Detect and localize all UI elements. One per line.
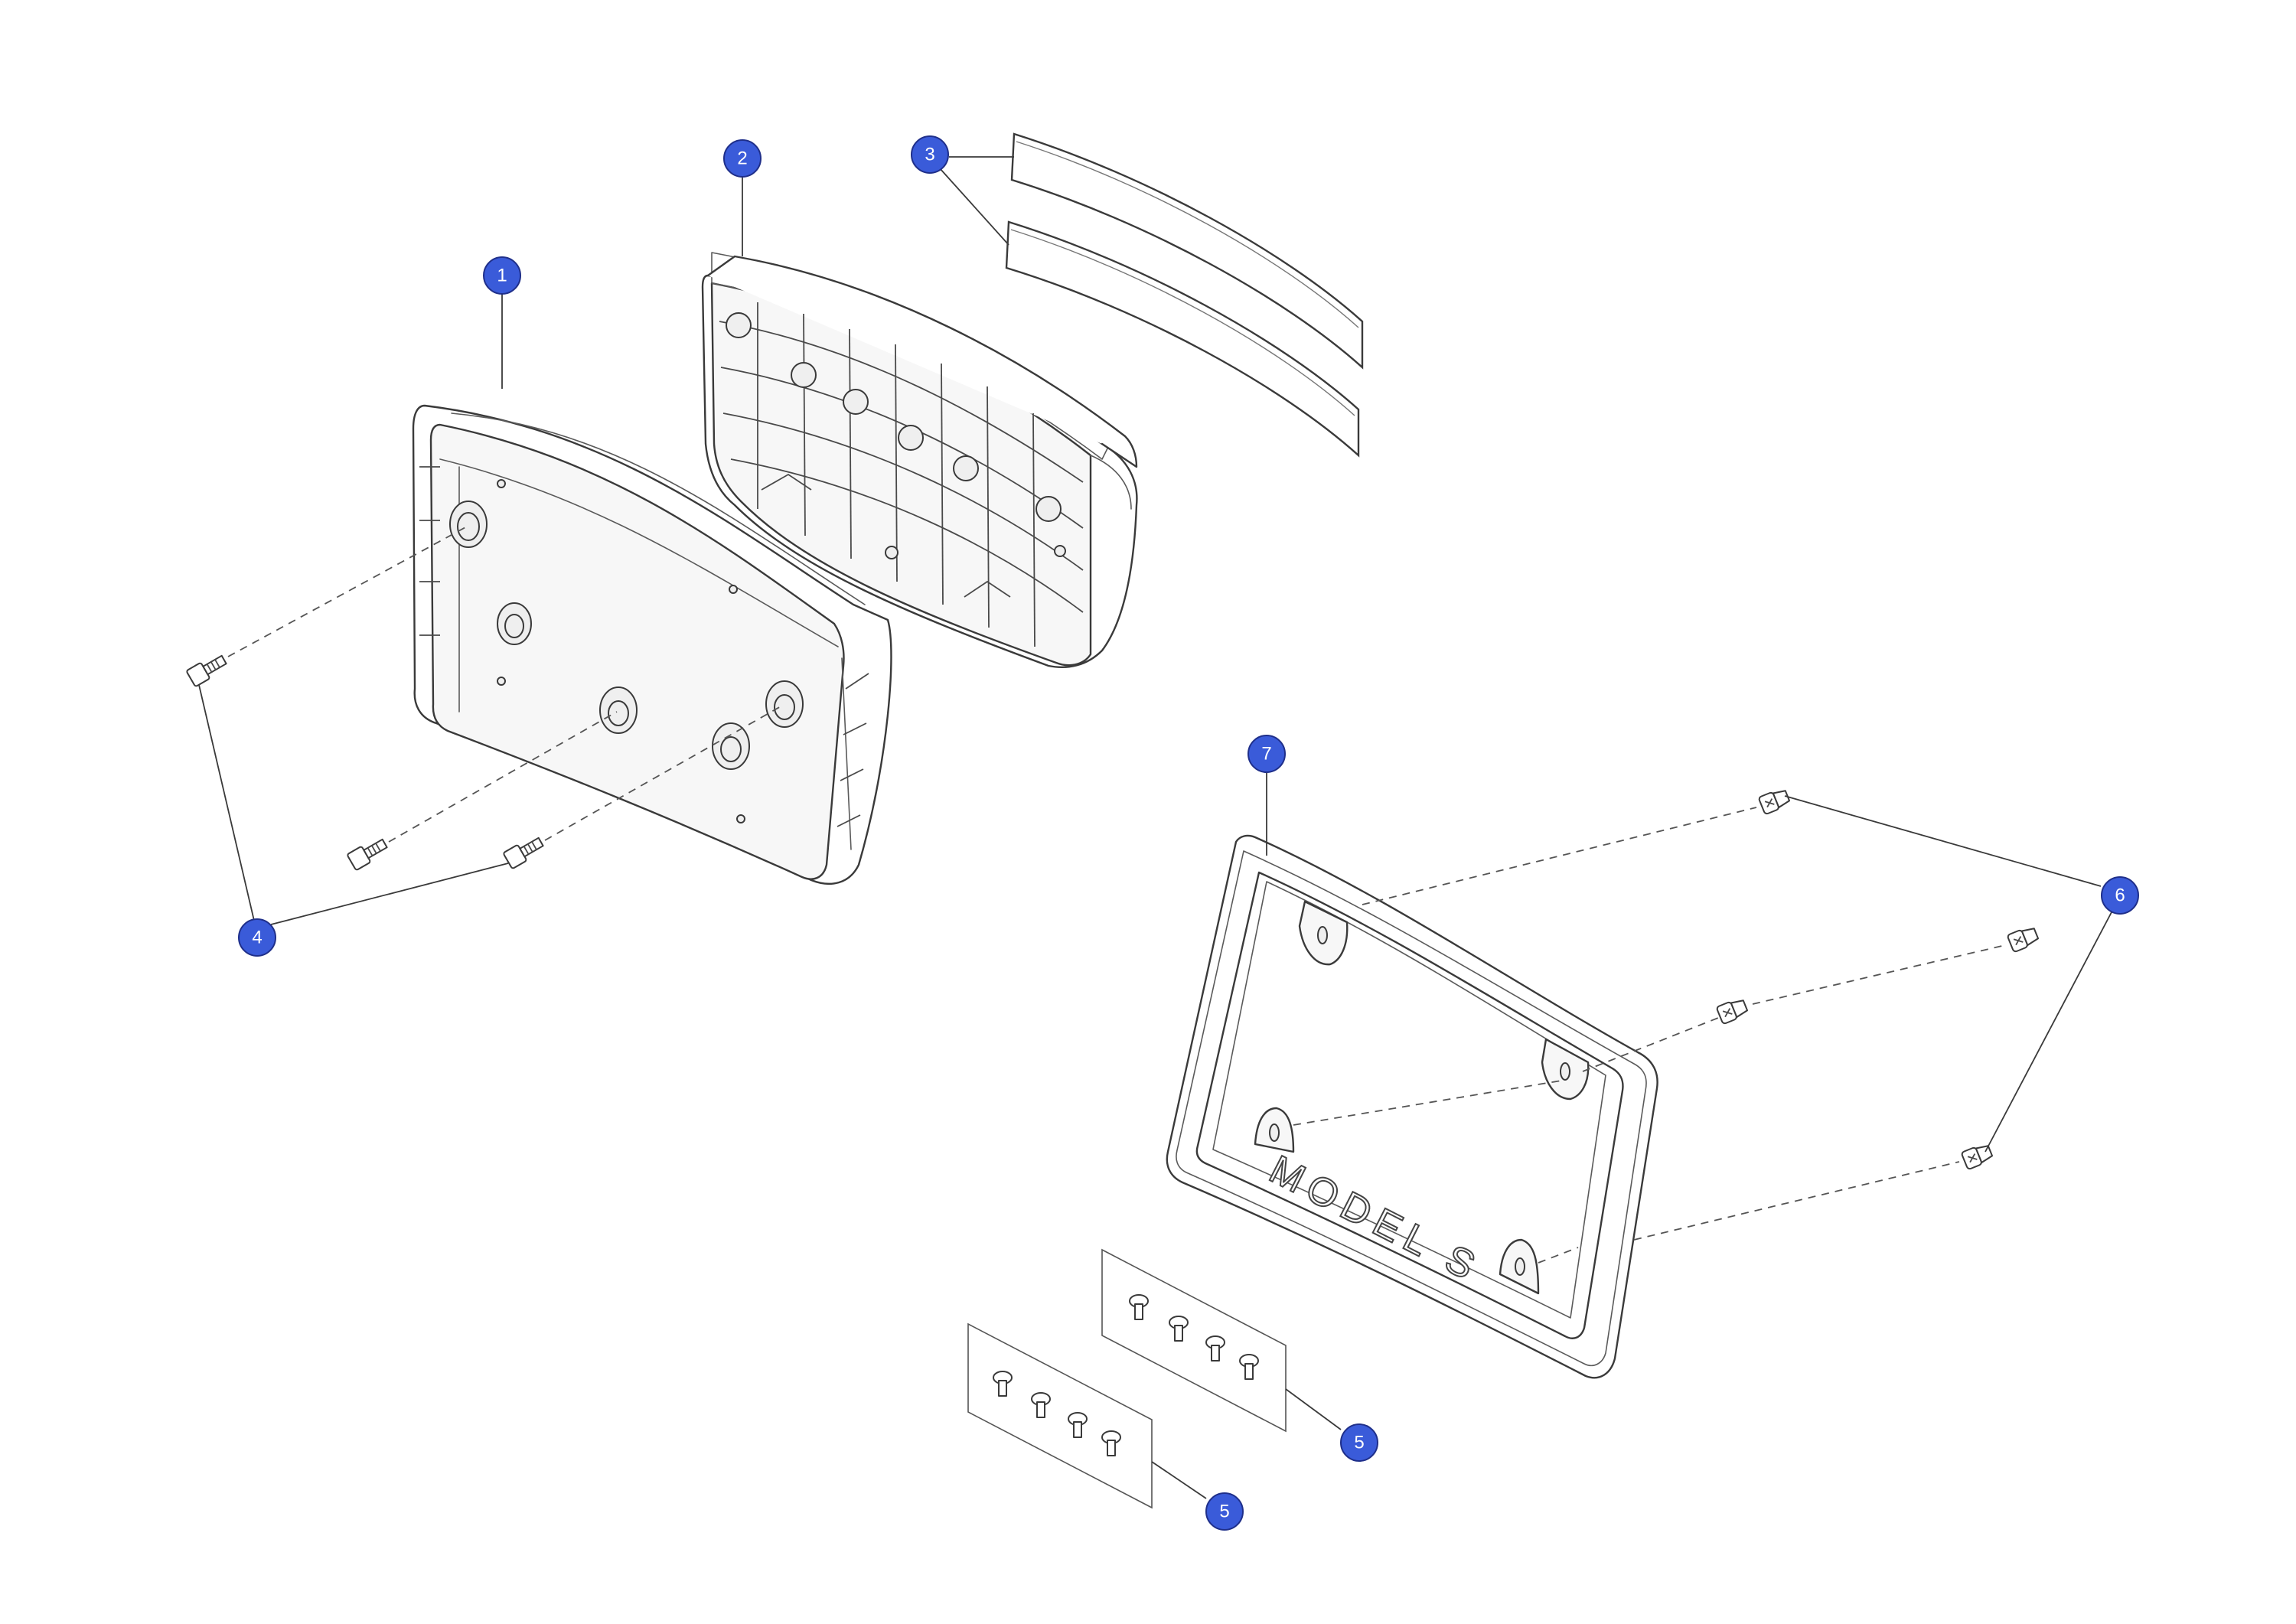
callout-6-label: 6 bbox=[2115, 885, 2125, 906]
callout-1: 1 bbox=[483, 256, 521, 295]
part-2-mounting-base bbox=[701, 252, 1138, 668]
screw-4a bbox=[186, 654, 227, 687]
bolt-card-upper bbox=[1101, 1248, 1287, 1433]
alignment-lines-4 bbox=[227, 526, 783, 843]
callout-7: 7 bbox=[1247, 735, 1286, 773]
part-1-plate-bracket bbox=[412, 404, 892, 885]
part-5-bolt-kits bbox=[967, 1248, 1287, 1509]
bracket-holes bbox=[449, 479, 804, 823]
callout-7-label: 7 bbox=[1261, 744, 1271, 765]
part-4-screws bbox=[186, 654, 544, 871]
callout-3-label: 3 bbox=[925, 145, 934, 165]
part-3-adhesive-strips bbox=[1005, 132, 1364, 458]
screw-6b bbox=[2007, 928, 2040, 953]
callout-5-lower: 5 bbox=[1205, 1492, 1244, 1531]
callout-1-label: 1 bbox=[497, 266, 507, 286]
screw-4c bbox=[503, 836, 544, 869]
callout-3: 3 bbox=[911, 135, 949, 174]
callout-2: 2 bbox=[723, 139, 762, 178]
leader-lines bbox=[198, 156, 2113, 1499]
alignment-lines-6 bbox=[1293, 807, 2006, 1264]
screw-6a bbox=[1758, 790, 1791, 815]
callout-4-label: 4 bbox=[252, 928, 262, 948]
callout-5-lower-label: 5 bbox=[1219, 1502, 1229, 1522]
bolt-card-lower bbox=[967, 1322, 1153, 1509]
callout-5-upper-label: 5 bbox=[1354, 1433, 1364, 1453]
callout-2-label: 2 bbox=[737, 148, 747, 169]
callout-6: 6 bbox=[2101, 876, 2139, 915]
screw-6c bbox=[1716, 1000, 1749, 1025]
callout-5-upper: 5 bbox=[1340, 1423, 1378, 1462]
part-7-plate-frame: MODEL S bbox=[1166, 834, 1658, 1379]
screw-6d bbox=[1961, 1145, 1994, 1170]
callout-4: 4 bbox=[238, 918, 276, 957]
part-6-frame-screws bbox=[1716, 790, 2040, 1170]
base-grid bbox=[719, 302, 1084, 647]
frame-tabs bbox=[1254, 900, 1590, 1295]
screw-4b bbox=[347, 838, 388, 871]
